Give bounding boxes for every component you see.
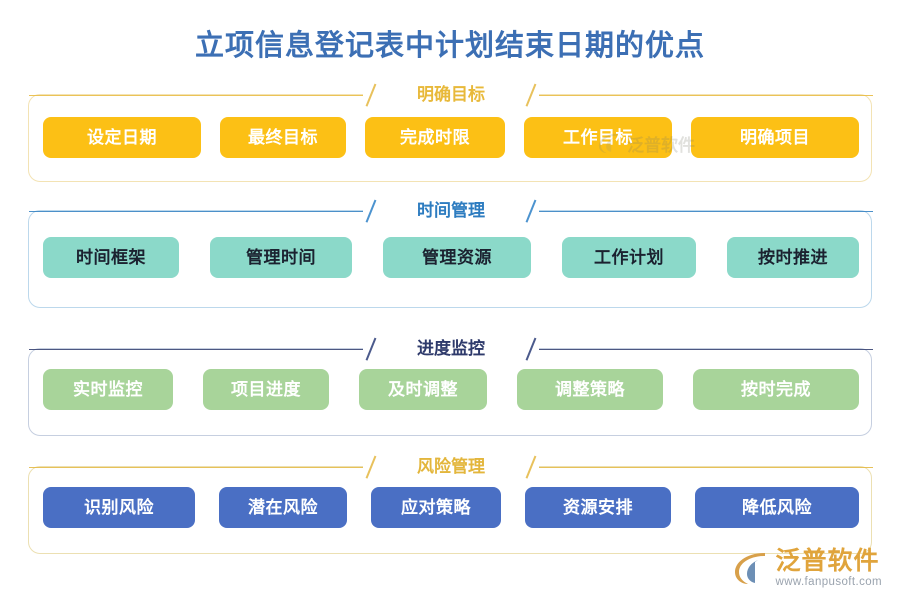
fanpu-logo-icon [732, 550, 768, 586]
chip-item[interactable]: 完成时限 [365, 117, 505, 158]
section-header: 时间管理 [29, 198, 873, 224]
header-line-mask-right [539, 201, 873, 221]
slash-right-icon [523, 199, 539, 223]
chip-row: 识别风险 潜在风险 应对策略 资源安排 降低风险 [29, 487, 873, 528]
chip-item[interactable]: 管理资源 [383, 237, 531, 278]
chip-row: 实时监控 项目进度 及时调整 调整策略 按时完成 [29, 369, 873, 410]
brand-text-block: 泛普软件 www.fanpusoft.com [775, 546, 882, 589]
section-title: 进度监控 [401, 336, 501, 362]
header-line-mask-right [539, 85, 873, 105]
chip-item[interactable]: 按时完成 [693, 369, 859, 410]
section-header: 进度监控 [29, 336, 873, 362]
slash-right-icon [523, 455, 539, 479]
chip-item[interactable]: 降低风险 [695, 487, 859, 528]
section-title: 风险管理 [401, 454, 501, 480]
chip-item[interactable]: 明确项目 [691, 117, 859, 158]
chip-item[interactable]: 按时推进 [727, 237, 859, 278]
slash-right-icon [523, 337, 539, 361]
chip-item[interactable]: 最终目标 [220, 117, 346, 158]
chip-row: 设定日期 最终目标 完成时限 工作目标 明确项目 [29, 117, 873, 158]
chip-item[interactable]: 项目进度 [203, 369, 329, 410]
section-header: 明确目标 [29, 82, 873, 108]
section-goal-clarity: 明确目标 设定日期 最终目标 完成时限 工作目标 明确项目 [28, 82, 873, 182]
section-time-management: 时间管理 时间框架 管理时间 管理资源 工作计划 按时推进 [28, 198, 873, 308]
chip-row: 时间框架 管理时间 管理资源 工作计划 按时推进 [29, 237, 873, 278]
section-title: 明确目标 [401, 82, 501, 108]
header-line-mask-left [29, 457, 363, 477]
chip-item[interactable]: 工作计划 [562, 237, 696, 278]
header-gap-right [501, 201, 523, 221]
brand-logo: 泛普软件 www.fanpusoft.com [732, 546, 882, 589]
header-line-mask-right [539, 339, 873, 359]
chip-item[interactable]: 应对策略 [371, 487, 501, 528]
header-gap-right [501, 339, 523, 359]
chip-item[interactable]: 工作目标 [524, 117, 672, 158]
header-line-mask-left [29, 85, 363, 105]
chip-item[interactable]: 调整策略 [517, 369, 663, 410]
brand-url: www.fanpusoft.com [775, 575, 882, 588]
chip-item[interactable]: 及时调整 [359, 369, 487, 410]
chip-item[interactable]: 资源安排 [525, 487, 671, 528]
chip-item[interactable]: 潜在风险 [219, 487, 347, 528]
section-title: 时间管理 [401, 198, 501, 224]
brand-name: 泛普软件 [775, 546, 880, 575]
chip-item[interactable]: 管理时间 [210, 237, 352, 278]
chip-item[interactable]: 设定日期 [43, 117, 201, 158]
section-header: 风险管理 [29, 454, 873, 480]
slash-left-icon [363, 83, 379, 107]
header-gap-left [379, 457, 401, 477]
header-gap-left [379, 339, 401, 359]
header-line-mask-left [29, 201, 363, 221]
slash-left-icon [363, 337, 379, 361]
chip-item[interactable]: 实时监控 [43, 369, 173, 410]
slash-left-icon [363, 455, 379, 479]
header-line-mask-left [29, 339, 363, 359]
header-gap-left [379, 85, 401, 105]
header-gap-left [379, 201, 401, 221]
header-line-mask-right [539, 457, 873, 477]
section-progress-monitoring: 进度监控 实时监控 项目进度 及时调整 调整策略 按时完成 [28, 336, 873, 436]
slash-right-icon [523, 83, 539, 107]
slash-left-icon [363, 199, 379, 223]
section-risk-management: 风险管理 识别风险 潜在风险 应对策略 资源安排 降低风险 [28, 454, 873, 554]
chip-item[interactable]: 识别风险 [43, 487, 195, 528]
chip-item[interactable]: 时间框架 [43, 237, 179, 278]
header-gap-right [501, 85, 523, 105]
page-title: 立项信息登记表中计划结束日期的优点 [194, 30, 705, 62]
header-gap-right [501, 457, 523, 477]
